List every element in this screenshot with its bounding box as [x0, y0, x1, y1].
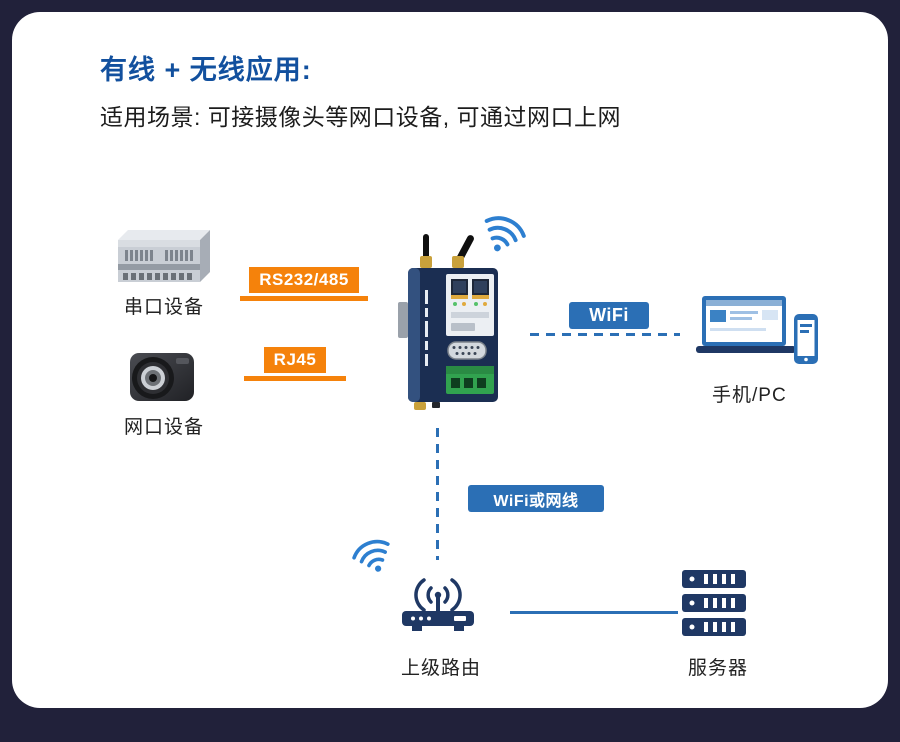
content-card: 有线 + 无线应用: 适用场景: 可接摄像头等网口设备, 可通过网口上网 — [12, 12, 888, 708]
page-title: 有线 + 无线应用: — [100, 55, 312, 85]
wifi-link-label: WiFi — [569, 302, 649, 329]
rj45-label: RJ45 — [263, 347, 327, 373]
network-device-label: 网口设备 — [124, 417, 205, 438]
page-subtitle: 适用场景: 可接摄像头等网口设备, 可通过网口上网 — [100, 104, 622, 130]
rs232-connection-flag: RS232/485 — [240, 267, 368, 301]
phone-pc-label: 手机/PC — [712, 385, 787, 406]
server-link-line — [510, 611, 678, 614]
wifi-dashed-line — [530, 333, 680, 336]
router-device-icon — [398, 234, 498, 410]
upstream-router-icon — [402, 578, 474, 631]
upstream-wifi-signal-icon — [352, 539, 390, 572]
wifi-or-cable-label: WiFi或网线 — [468, 485, 604, 512]
wifi-signal-icon — [484, 216, 526, 252]
server-icon — [682, 570, 746, 636]
phone-pc-icon — [696, 296, 818, 364]
rj45-connection-flag: RJ45 — [244, 347, 346, 381]
upstream-router-label: 上级路由 — [401, 658, 482, 679]
downlink-dashed-line — [436, 428, 439, 560]
rs232-label: RS232/485 — [249, 267, 359, 293]
serial-device-icon — [118, 230, 210, 282]
server-label: 服务器 — [688, 658, 749, 679]
rs232-underline — [240, 296, 368, 301]
serial-device-label: 串口设备 — [124, 297, 205, 318]
wifi-link-text: WiFi — [589, 305, 629, 325]
wifi-or-cable-text: WiFi或网线 — [493, 492, 579, 510]
network-device-icon — [130, 353, 194, 401]
rj45-underline — [244, 376, 346, 381]
